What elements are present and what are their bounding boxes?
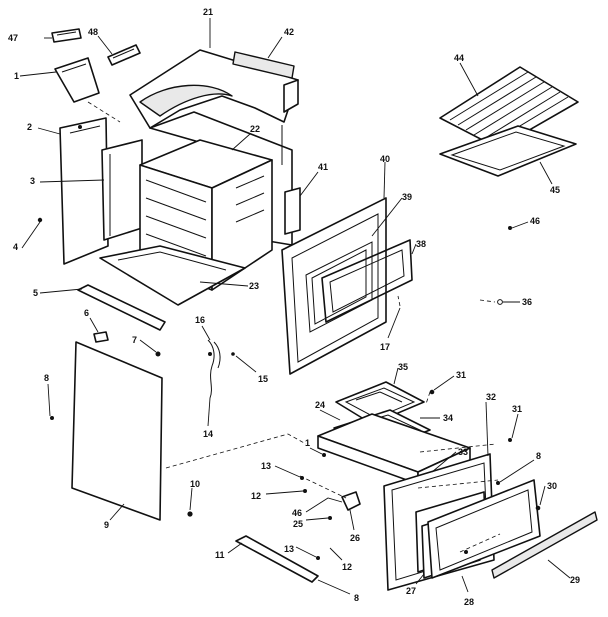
label-5: 5 — [33, 288, 38, 298]
label-11: 11 — [215, 550, 225, 560]
part-8-screw — [50, 416, 54, 420]
label-21: 21 — [203, 7, 213, 17]
label-29: 29 — [570, 575, 580, 585]
part-7-screw — [155, 351, 161, 357]
label-13-b: 13 — [284, 544, 294, 554]
part-45-broiler-pan — [439, 125, 577, 177]
label-35: 35 — [398, 362, 408, 372]
part-46-screw — [508, 226, 512, 230]
label-23: 23 — [249, 281, 259, 291]
label-8: 8 — [44, 373, 49, 383]
label-6: 6 — [84, 308, 89, 318]
label-27: 27 — [406, 586, 416, 596]
label-28: 28 — [464, 597, 474, 607]
label-48: 48 — [88, 27, 98, 37]
part-30-screw — [535, 505, 541, 511]
label-36: 36 — [522, 297, 532, 307]
part-44-oven-rack — [439, 66, 579, 149]
label-9: 9 — [104, 520, 109, 530]
label-8-b: 8 — [536, 451, 541, 461]
part-9-side-panel — [71, 341, 163, 521]
label-25: 25 — [293, 519, 303, 529]
drawer-screw — [464, 550, 468, 554]
part-42-vent-trim — [232, 51, 295, 79]
label-12-b: 12 — [342, 562, 352, 572]
label-1: 1 — [14, 71, 19, 81]
label-14: 14 — [203, 429, 213, 439]
label-47: 47 — [8, 33, 18, 43]
label-12: 12 — [251, 491, 261, 501]
part-13b-screw — [316, 556, 320, 560]
label-33: 33 — [458, 447, 468, 457]
part-29-handle — [491, 511, 598, 579]
label-31: 31 — [456, 370, 466, 380]
part-3-side-liner — [101, 139, 143, 241]
part-12-screw — [303, 489, 307, 493]
label-32: 32 — [486, 392, 496, 402]
label-8-c: 8 — [354, 593, 359, 603]
label-4: 4 — [13, 242, 18, 252]
label-30: 30 — [547, 481, 557, 491]
part-36-grommet — [497, 299, 503, 305]
label-45: 45 — [550, 185, 560, 195]
part-11-rail — [235, 535, 319, 583]
label-31-b: 31 — [512, 404, 522, 414]
label-13: 13 — [261, 461, 271, 471]
label-15: 15 — [258, 374, 268, 384]
part-1-screw — [322, 453, 326, 457]
part-23-bottom-pan — [99, 245, 246, 306]
part-40-door-frame — [281, 197, 387, 375]
label-39: 39 — [402, 192, 412, 202]
part-35-broil-burner — [335, 381, 425, 425]
label-10: 10 — [190, 479, 200, 489]
label-40: 40 — [380, 154, 390, 164]
label-46: 46 — [530, 216, 540, 226]
part-41-side-trim — [284, 187, 301, 235]
label-22: 22 — [250, 124, 260, 134]
label-3: 3 — [30, 176, 35, 186]
label-38: 38 — [416, 239, 426, 249]
label-26: 26 — [350, 533, 360, 543]
label-42: 42 — [284, 27, 294, 37]
label-17: 17 — [380, 342, 390, 352]
part-8b-screw — [496, 481, 500, 485]
label-34: 34 — [443, 413, 453, 423]
part-26-valve — [341, 491, 361, 511]
part-number-labels: 47 48 1 21 42 44 2 22 3 41 40 45 39 4 38… — [8, 7, 580, 607]
part-38-door-seal — [321, 239, 413, 323]
part-2-side-panel — [59, 117, 109, 265]
label-7: 7 — [132, 335, 137, 345]
part-6-clip — [93, 331, 109, 343]
part-28-drawer-front — [427, 479, 541, 579]
label-46-b: 46 — [292, 508, 302, 518]
assembly-dashed-lines — [87, 101, 501, 553]
part-31-screw — [429, 389, 435, 395]
part-5-kick-rail — [77, 284, 166, 331]
part-1-top-shield — [54, 57, 100, 103]
part-10-screw — [187, 511, 193, 517]
part-24-oven-bottom — [317, 413, 471, 485]
label-1-b: 1 — [305, 438, 310, 448]
label-44: 44 — [454, 53, 464, 63]
leader-lines — [19, 18, 571, 595]
label-41: 41 — [318, 162, 328, 172]
part-15-screw — [231, 352, 235, 356]
label-2: 2 — [27, 122, 32, 132]
label-16: 16 — [195, 315, 205, 325]
part-14-element — [207, 339, 221, 399]
part-47-bracket — [51, 28, 82, 43]
part-48-bracket — [107, 44, 141, 66]
part-25-screw — [328, 516, 332, 520]
part-4-screw — [37, 217, 43, 223]
label-24: 24 — [315, 400, 325, 410]
part-31b-screw — [508, 438, 512, 442]
